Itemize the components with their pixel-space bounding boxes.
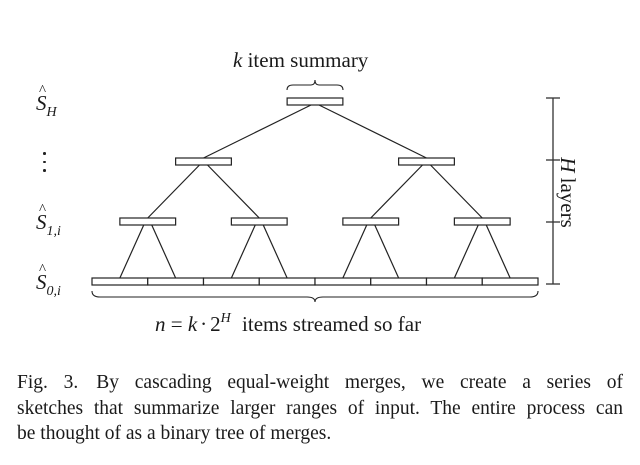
leaf-sketch-box — [425, 277, 483, 286]
leaf-sketch-box — [91, 277, 149, 286]
tree-edge — [430, 164, 483, 219]
leaf-sketch-box — [370, 277, 428, 286]
tree-edge — [485, 224, 511, 279]
merged-sketch-box — [175, 157, 232, 166]
tree-edge — [119, 224, 145, 279]
leaf-sketch-box — [202, 277, 260, 286]
tree-edge — [342, 224, 368, 279]
caption-text: By cascading equal-weight merges, we cre… — [96, 372, 624, 393]
binary-merge-tree-diagram — [91, 79, 560, 303]
caption-line: sketches that summarize larger ranges of… — [17, 397, 623, 419]
tree-edge — [151, 224, 177, 279]
merged-sketch-box — [230, 217, 288, 226]
figure-caption: Fig. 3. By cascading equal-weight merges,… — [17, 370, 623, 447]
layers-label: H layers — [555, 157, 580, 228]
figure-number: Fig. 3. — [17, 372, 79, 393]
leaf-sketch-box — [147, 277, 205, 286]
bottom-label-text: items streamed so far — [242, 312, 422, 336]
formula-k: k — [187, 312, 198, 336]
tree-edge — [262, 224, 288, 279]
leaf-sketch-box — [258, 277, 316, 286]
level-label-subscript: H — [46, 105, 57, 120]
top-label-var: k — [233, 48, 243, 72]
layers-text: layers — [555, 177, 580, 228]
merged-sketch-box — [453, 217, 511, 226]
top-summary-label: k item summary — [233, 50, 368, 71]
tree-edge — [230, 224, 256, 279]
formula-equals: = — [170, 312, 183, 336]
formula-n: n — [155, 312, 166, 336]
tree-edge — [374, 224, 400, 279]
level-label-0: S0,i — [36, 263, 61, 299]
root-sketch-box — [286, 97, 344, 106]
bottom-stream-brace — [91, 290, 539, 303]
level-label-base: S — [36, 203, 47, 233]
tree-edge — [207, 164, 260, 219]
caption-line: be thought of as a binary tree of merges… — [17, 423, 332, 444]
merged-sketch-box — [119, 217, 177, 226]
tree-nodes — [91, 97, 539, 286]
merged-sketch-box — [342, 217, 400, 226]
tree-edge — [318, 104, 427, 159]
layers-var: H — [555, 157, 580, 173]
level-ellipsis: ⋮ — [43, 152, 47, 178]
level-label-subscript: 0,i — [46, 284, 61, 299]
tree-edge — [203, 104, 312, 159]
formula-dot: · — [200, 312, 208, 336]
level-label-1: S1,i — [36, 203, 61, 239]
merged-sketch-box — [398, 157, 455, 166]
caption-line: Fig. 3. By cascading equal-weight merges,… — [17, 370, 623, 396]
leaf-sketch-box — [481, 277, 539, 286]
top-summary-brace — [286, 79, 344, 91]
leaf-sketch-box — [314, 277, 372, 286]
tree-edges — [119, 104, 511, 279]
level-label-base: S — [36, 263, 47, 293]
level-label-base: S — [36, 84, 47, 114]
tree-edge — [453, 224, 479, 279]
formula-base-two: 2 — [210, 312, 221, 336]
level-label-root: SH — [36, 84, 57, 120]
layers-scale-bar — [546, 97, 560, 285]
bottom-stream-label: n = k·2H items streamed so far — [155, 311, 422, 336]
tree-edge — [370, 164, 423, 219]
formula-exponent: H — [220, 311, 231, 326]
tree-edge — [147, 164, 200, 219]
level-label-subscript: 1,i — [46, 224, 61, 239]
top-label-text: item summary — [247, 48, 369, 72]
